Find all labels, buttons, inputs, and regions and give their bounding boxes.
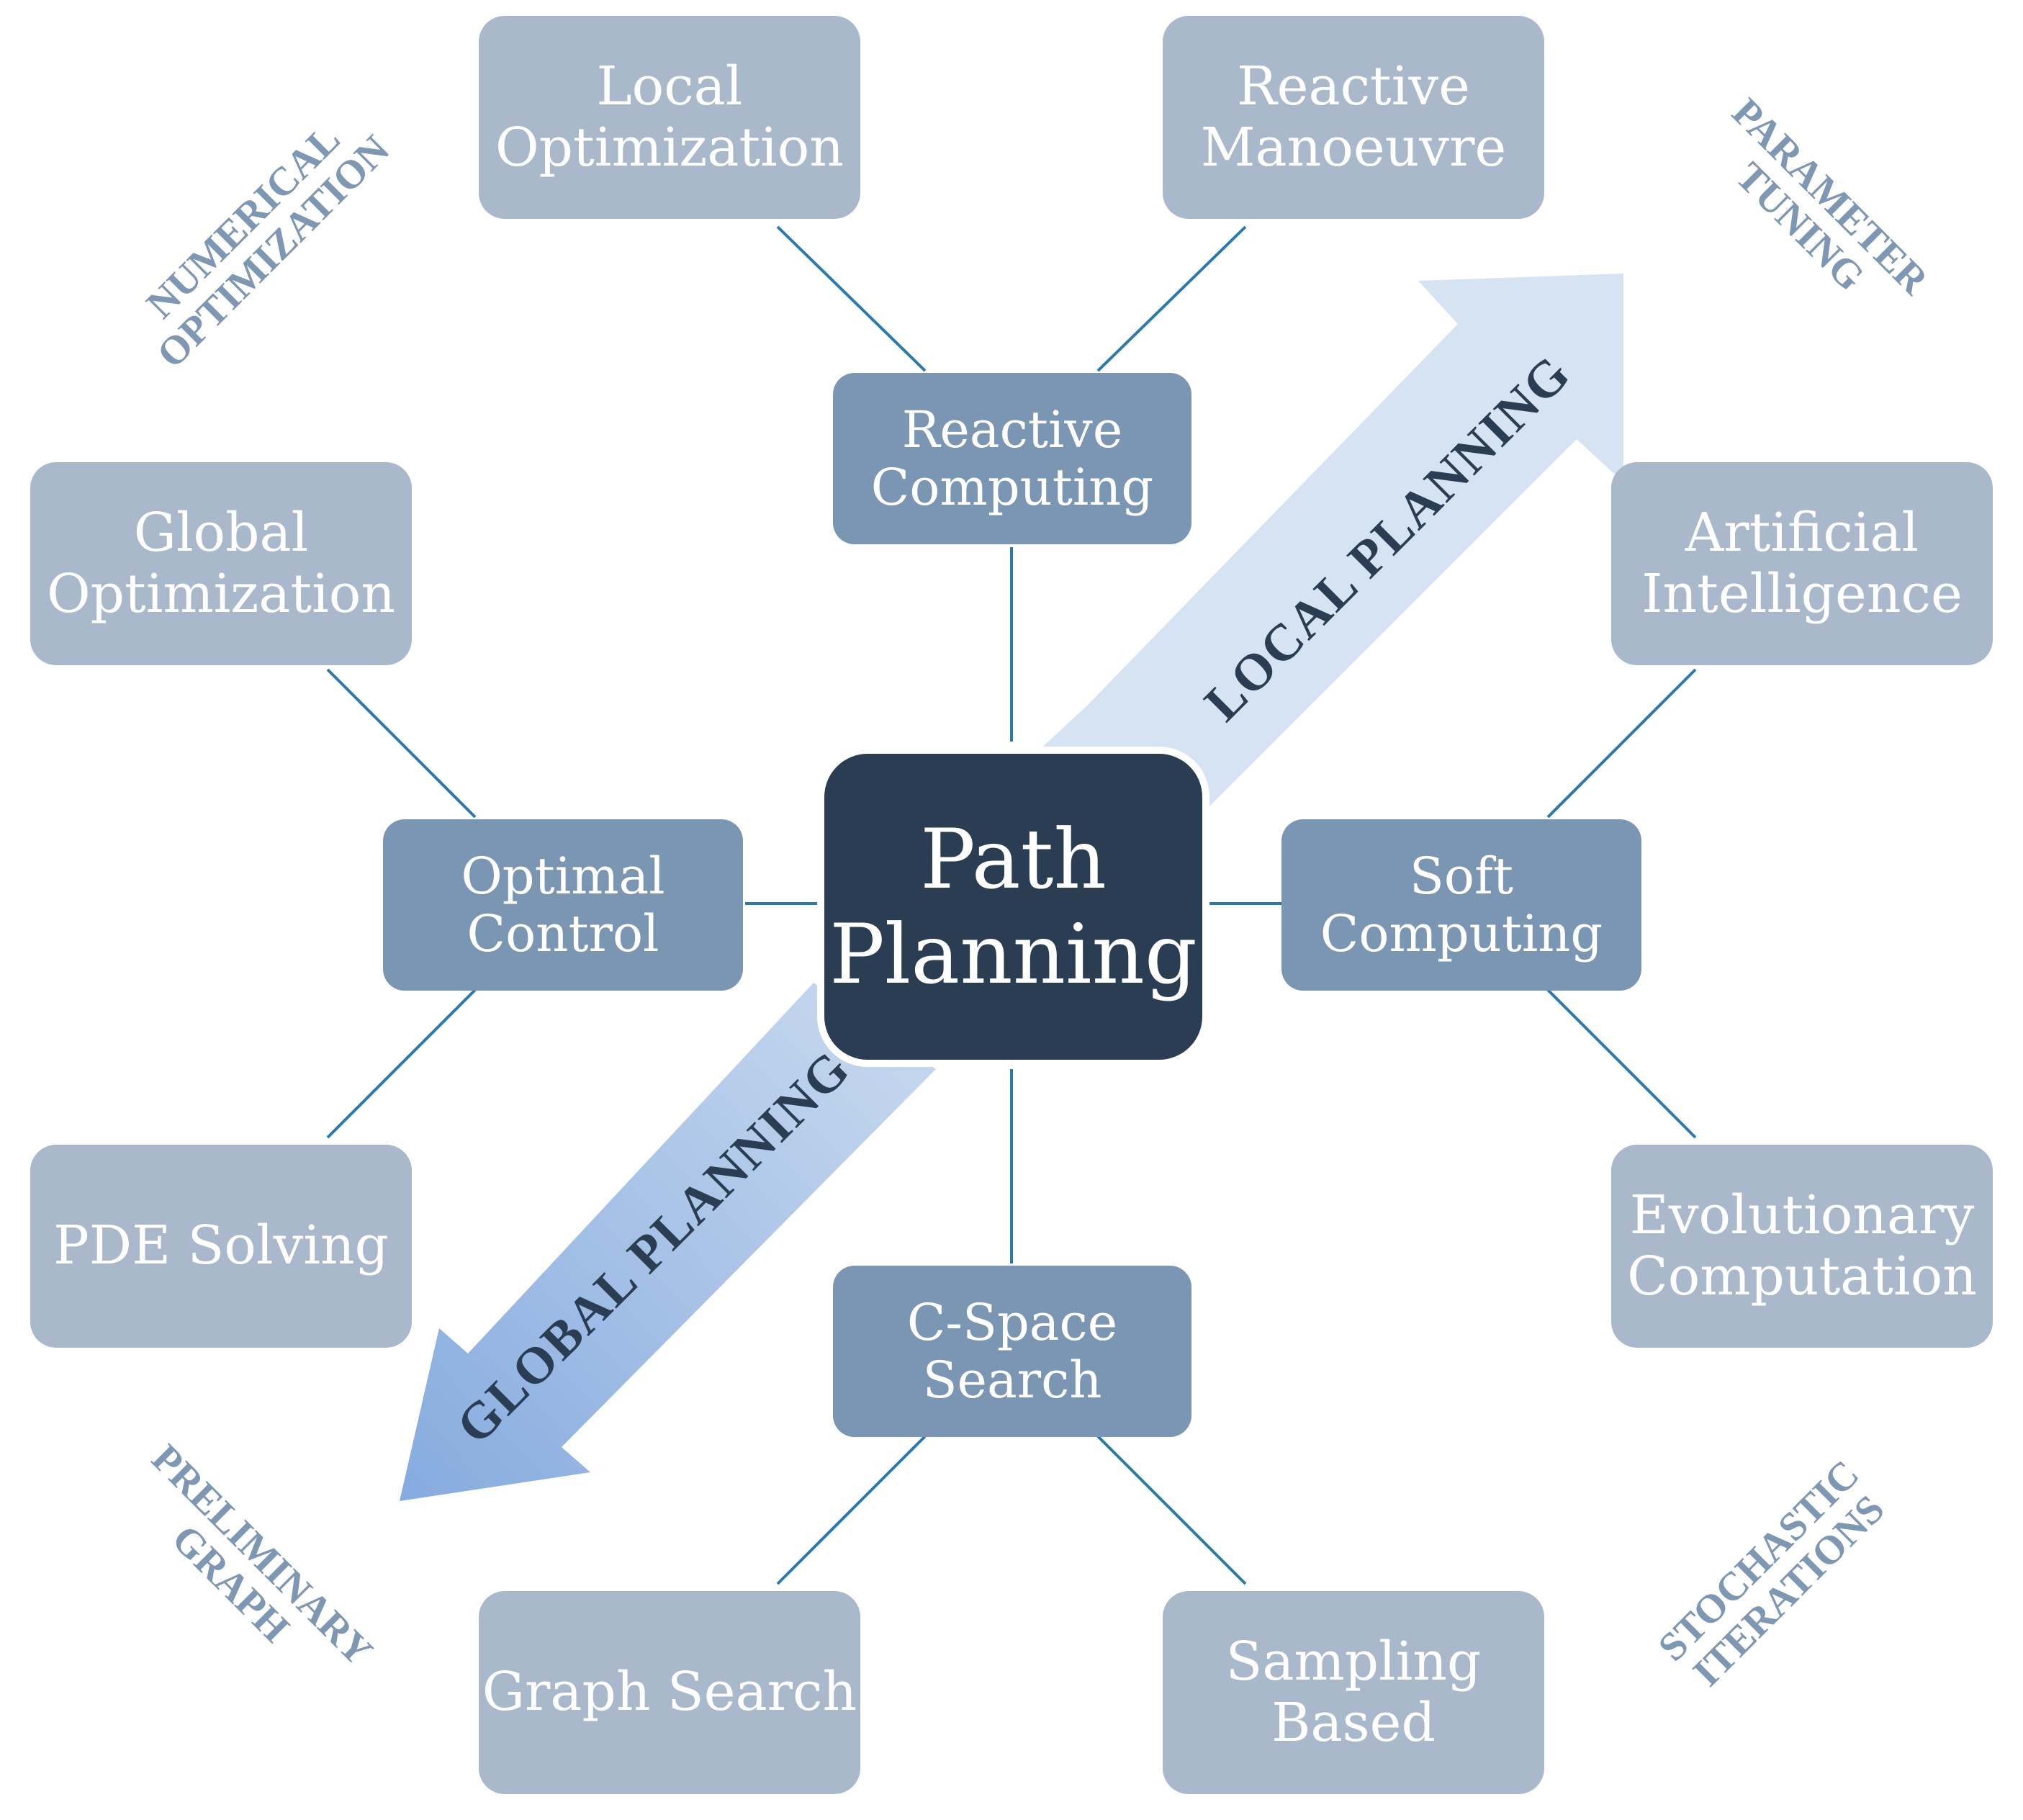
pde-solving-box: PDE Solving [30, 1145, 412, 1348]
reactive-manoeuvre-box: Reactive Manoeuvre [1163, 16, 1544, 219]
connector-soft-ai [1546, 668, 1697, 819]
connector-optimal-global-opt [326, 668, 477, 819]
local-optimization-line-1: Local [596, 55, 743, 117]
optimal-control-box: Optimal Control [383, 819, 743, 991]
evolutionary-computation-line-1: Evolutionary [1629, 1184, 1975, 1246]
soft-computing-line-2: Computing [1320, 904, 1603, 963]
reactive-computing-line-2: Computing [870, 458, 1154, 517]
global-planning-arrow [400, 983, 936, 1501]
artificial-intelligence-line-1: Artificial [1685, 501, 1919, 564]
sampling-based-line-2: Based [1271, 1692, 1436, 1754]
connector-reactive-local-opt [776, 225, 927, 372]
cspace-search-box: C-Space Search [833, 1266, 1191, 1437]
soft-computing-line-1: Soft [1409, 846, 1514, 906]
pde-solving-line-1: PDE Solving [53, 1215, 389, 1277]
global-optimization-line-2: Optimization [47, 563, 395, 625]
sampling-based-line-1: Sampling [1225, 1630, 1482, 1693]
graph-search-box: Graph Search [479, 1591, 860, 1794]
center-line-2: Planning [829, 906, 1197, 1002]
local-planning-arrow [1037, 274, 1623, 806]
artificial-intelligence-box: Artificial Intelligence [1611, 462, 1993, 665]
evolutionary-computation-line-2: Computation [1627, 1245, 1977, 1307]
reactive-manoeuvre-line-1: Reactive [1236, 55, 1471, 117]
cspace-search-line-2: Search [922, 1351, 1102, 1410]
connector-optimal-pde [326, 988, 477, 1139]
cspace-search-line-1: C-Space [906, 1292, 1118, 1352]
artificial-intelligence-line-2: Intelligence [1641, 563, 1963, 625]
reactive-computing-line-1: Reactive [901, 400, 1123, 459]
center-line-1: Path [920, 811, 1107, 908]
global-optimization-box: Global Optimization [30, 462, 412, 665]
evolutionary-computation-box: Evolutionary Computation [1611, 1145, 1993, 1348]
local-optimization-line-2: Optimization [495, 117, 844, 179]
reactive-manoeuvre-line-2: Manoeuvre [1200, 117, 1507, 179]
sampling-based-box: Sampling Based [1163, 1591, 1544, 1794]
optimal-control-line-1: Optimal [461, 846, 665, 906]
connector-soft-evolutionary [1546, 988, 1697, 1139]
connector-reactive-manoeuvre [1096, 225, 1247, 372]
global-optimization-line-1: Global [133, 501, 309, 564]
soft-computing-box: Soft Computing [1281, 819, 1641, 991]
path-planning-center-box: Path Planning [824, 754, 1202, 1060]
connector-cspace-sampling [1096, 1435, 1247, 1585]
reactive-computing-box: Reactive Computing [833, 373, 1191, 544]
local-optimization-box: Local Optimization [479, 16, 860, 219]
optimal-control-line-2: Control [467, 904, 659, 963]
graph-search-line-1: Graph Search [482, 1661, 857, 1724]
connector-cspace-graph [776, 1435, 927, 1585]
